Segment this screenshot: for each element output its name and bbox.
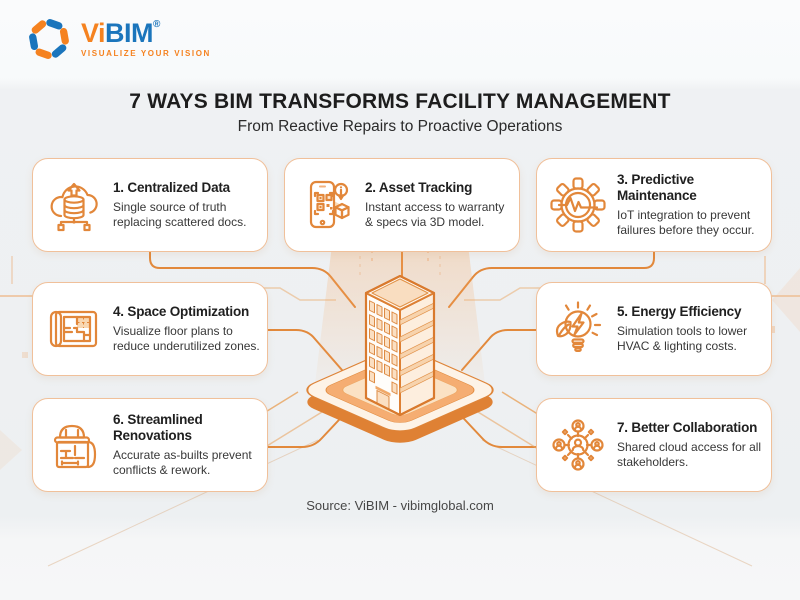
hardhat-blueprint-icon: [41, 415, 107, 475]
card-title: 1. Centralized Data: [113, 180, 230, 196]
building-floors-right: [399, 302, 435, 394]
card-description: Accurate as-builts prevent conflicts & r…: [113, 447, 252, 477]
card-description: Instant access to warranty & specs via 3…: [365, 199, 505, 229]
registered-mark: ®: [153, 19, 160, 30]
vibim-logo-icon: [29, 18, 69, 60]
card-title: 6. Streamlined Renovations: [113, 412, 203, 443]
floor-plan-icon: [41, 299, 107, 359]
people-network-icon: [545, 415, 611, 475]
page-title: 7 WAYS BIM TRANSFORMS FACILITY MANAGEMEN…: [129, 90, 671, 113]
card-title: 4. Space Optimization: [113, 304, 250, 320]
vibim-logo: ViBIM® VISUALIZE YOUR VISION: [26, 16, 211, 62]
card-title: 7. Better Collaboration: [617, 420, 758, 436]
building-door-awning: [375, 385, 391, 397]
gear-pulse-icon: [545, 175, 611, 235]
phone-qr-scan-icon: [293, 175, 359, 235]
card-better-collaboration: 7. Better Collaboration Shared cloud acc…: [536, 398, 772, 492]
card-description: Simulation tools to lower HVAC & lightin…: [617, 323, 748, 353]
card-description: Shared cloud access for all stakeholders…: [617, 439, 762, 469]
card-space-optimization: 4. Space Optimization Visualize floor pl…: [32, 282, 268, 376]
brand-tagline: VISUALIZE YOUR VISION: [81, 49, 211, 58]
source-attribution: Source: ViBIM - vibimglobal.com: [306, 498, 494, 513]
card-streamlined-renovations: 6. Streamlined Renovations Accurate as-b…: [32, 398, 268, 492]
building-illustration: [364, 274, 436, 417]
brand-name: ViBIM®: [81, 18, 160, 48]
card-asset-tracking: 2. Asset Tracking Instant access to warr…: [284, 158, 520, 252]
card-predictive-maintenance: 3. Predictive Maintenance IoT integratio…: [536, 158, 772, 252]
card-title: 5. Energy Efficiency: [617, 304, 742, 320]
card-title: 2. Asset Tracking: [365, 180, 473, 196]
card-description: IoT integration to prevent failures befo…: [617, 207, 755, 237]
cloud-database-icon: [41, 175, 107, 235]
card-title: 3. Predictive Maintenance: [617, 172, 697, 203]
building-windows-left: [369, 300, 398, 411]
circuit-platform: [306, 348, 494, 443]
page-subtitle: From Reactive Repairs to Proactive Opera…: [237, 118, 563, 135]
card-energy-efficiency: 5. Energy Efficiency Simulation tools to…: [536, 282, 772, 376]
building-door: [376, 389, 390, 411]
bulb-leaf-energy-icon: [545, 299, 611, 359]
card-description: Visualize floor plans to reduce underuti…: [113, 323, 260, 353]
card-centralized-data: 1. Centralized Data Single source of tru…: [32, 158, 268, 252]
card-description: Single source of truth replacing scatter…: [113, 199, 247, 229]
